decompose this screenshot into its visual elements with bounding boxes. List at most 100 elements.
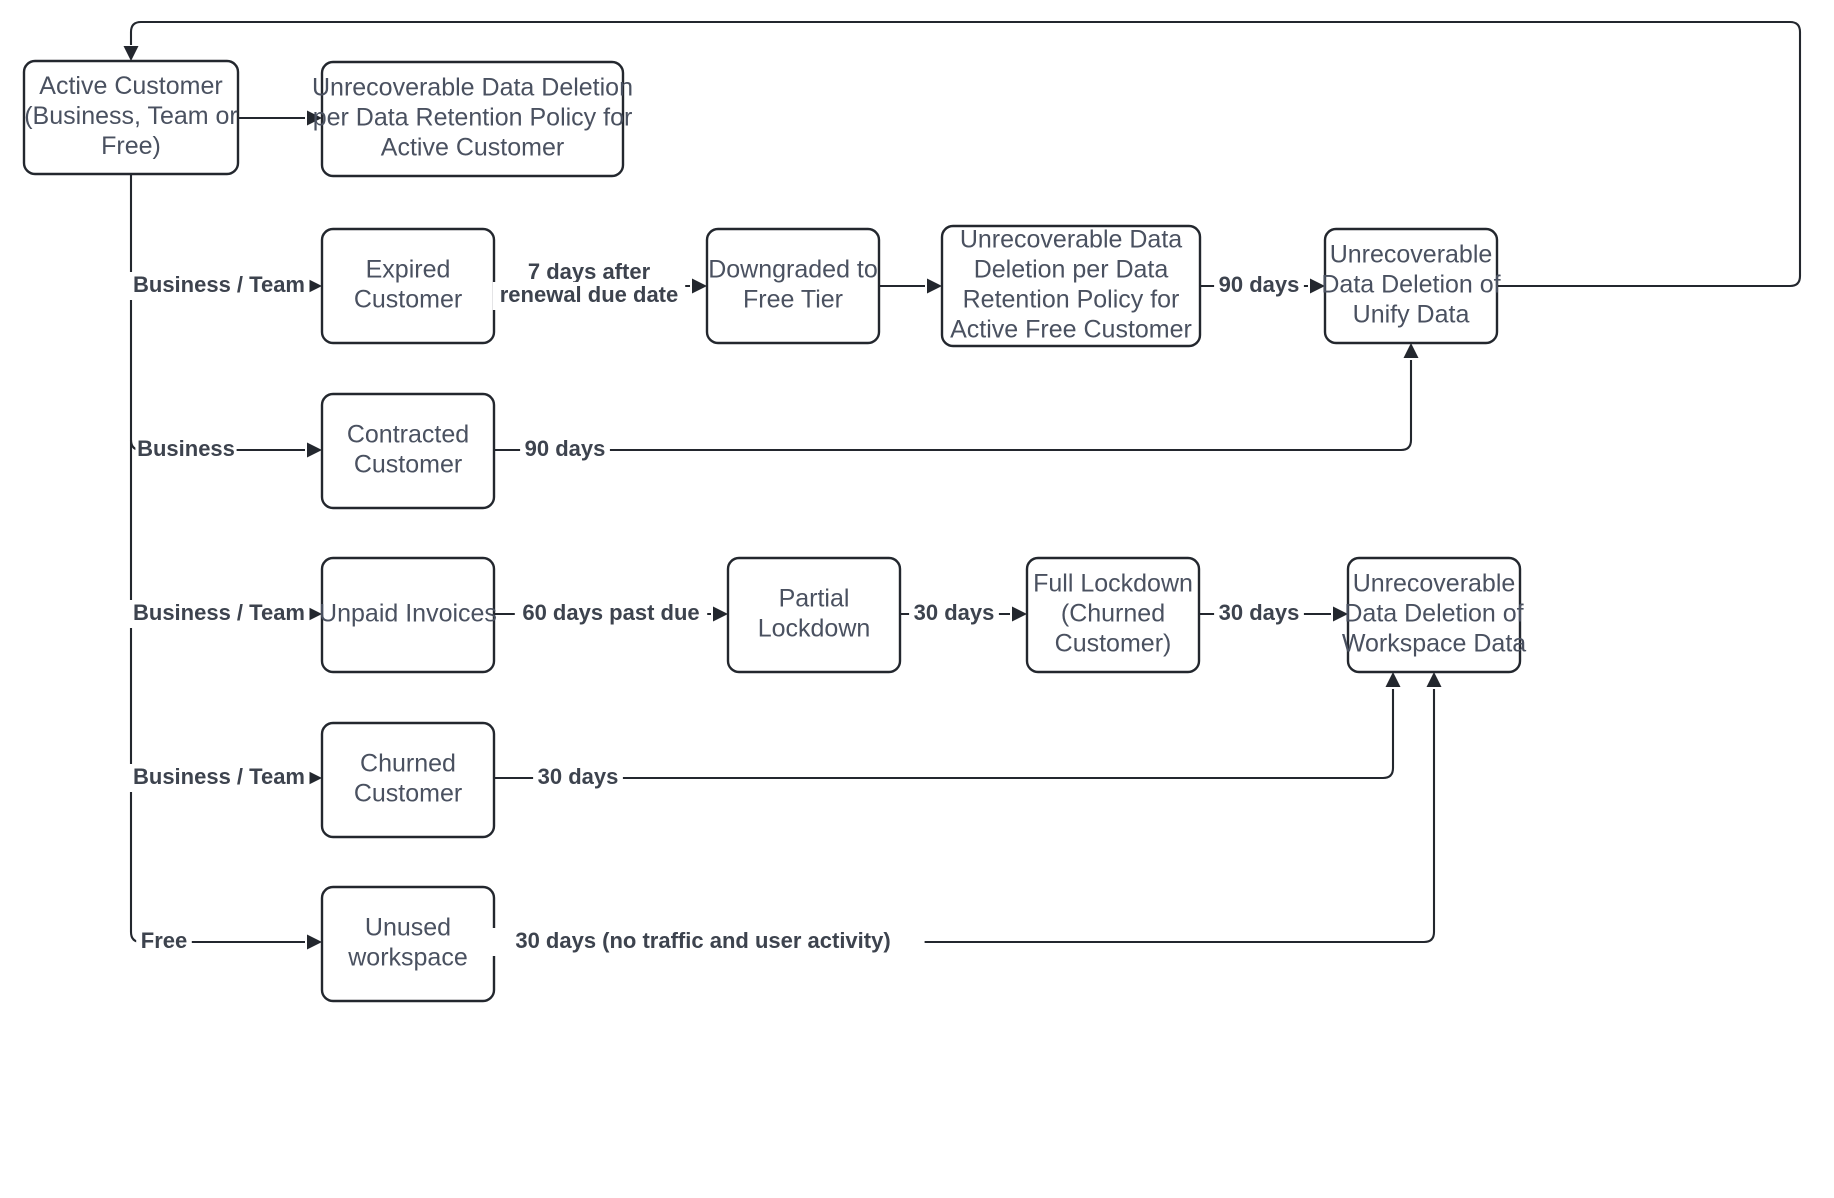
arrow-into-workspace-bottom-left <box>1385 672 1401 687</box>
edge-label-edge-30days-partial-full: 30 days <box>914 600 995 625</box>
edge-contracted-to-unify <box>494 360 1413 452</box>
node-label-unrecoverable-unify-data: Unrecoverable <box>1330 241 1493 269</box>
node-label-unused-workspace: workspace <box>347 944 468 972</box>
arrow-into-expired <box>307 278 322 294</box>
arrow-into-unpaid <box>307 606 322 622</box>
node-label-active-customer: (Business, Team or <box>24 102 238 130</box>
edge-churned-to-workspace-deletion <box>494 689 1395 780</box>
edge-label-bg-edge-30days-partial-full <box>909 600 999 628</box>
edge-label-bg-edge-90days-unify <box>1214 272 1304 300</box>
edge-label-edge-7days-renewal-line1: 7 days after <box>528 259 651 284</box>
edge-label-bg-edge-60days-past-due <box>514 600 708 628</box>
node-label-contracted-customer: Contracted <box>347 421 469 449</box>
node-label-partial-lockdown: Partial <box>779 585 850 613</box>
edge-label-bg-edge-30days-no-traffic <box>481 928 925 956</box>
node-box-partial-lockdown <box>726 556 902 674</box>
node-label-downgraded-free-tier: Free Tier <box>743 286 843 314</box>
arrow-into-active-customer-top <box>123 46 139 61</box>
node-label-unrecoverable-active-free-customer: Retention Policy for <box>963 286 1180 314</box>
node-label-unrecoverable-active-customer: Active Customer <box>381 134 564 162</box>
node-label-contracted-customer: Customer <box>354 451 462 479</box>
node-label-unrecoverable-active-free-customer: Unrecoverable Data <box>960 226 1182 254</box>
edge-label-branch-business-team-unpaid: Business / Team <box>133 600 305 625</box>
node-label-unrecoverable-active-free-customer: Deletion per Data <box>974 256 1169 284</box>
arrow-into-unify-bottom <box>1403 343 1419 358</box>
node-label-full-lockdown: Full Lockdown <box>1033 570 1193 598</box>
edge-label-bg-edge-30days-churned <box>533 764 623 792</box>
arrow-into-workspace-deletion <box>1333 606 1348 622</box>
node-label-unrecoverable-unify-data: Unify Data <box>1353 301 1470 329</box>
node-label-unpaid-invoices: Unpaid Invoices <box>319 600 497 628</box>
edge-label-branch-business-contracted: Business <box>137 436 235 461</box>
arrow-into-full-lockdown <box>1012 606 1027 622</box>
edge-label-edge-90days-contracted: 90 days <box>525 436 606 461</box>
edge-label-edge-30days-full-deletion: 30 days <box>1219 600 1300 625</box>
edge-label-bg-branch-free-unused <box>136 928 192 956</box>
node-box-downgraded-free-tier <box>705 227 881 345</box>
node-box-churned-customer <box>320 721 496 839</box>
node-box-unrecoverable-unify-data <box>1323 227 1499 345</box>
node-unpaid-invoices[interactable]: Unpaid Invoices <box>319 556 497 674</box>
node-label-unused-workspace: Unused <box>365 914 451 942</box>
edge-label-branch-free-unused: Free <box>141 928 187 953</box>
node-label-active-customer: Active Customer <box>39 72 222 100</box>
node-box-active-customer <box>22 59 240 176</box>
edge-label-edge-30days-churned: 30 days <box>538 764 619 789</box>
node-label-unrecoverable-active-free-customer: Active Free Customer <box>950 316 1192 344</box>
node-label-expired-customer: Expired <box>366 256 451 284</box>
node-box-contracted-customer <box>320 392 496 510</box>
node-label-active-customer: Free) <box>101 132 161 160</box>
arrow-into-partial <box>713 606 728 622</box>
node-box-unrecoverable-active-free-customer <box>940 224 1202 348</box>
edge-label-bg-branch-business-team-churned <box>128 764 310 792</box>
node-box-full-lockdown <box>1025 556 1201 674</box>
arrow-into-downgraded <box>692 278 707 294</box>
arrow-into-contracted <box>307 442 322 458</box>
edge-label-edge-90days-unify: 90 days <box>1219 272 1300 297</box>
node-box-unrecoverable-active-customer <box>320 60 625 178</box>
node-box-unpaid-invoices <box>320 556 496 674</box>
nodes-layer: Active Customer(Business, Team orFree)Un… <box>22 59 1526 1003</box>
arrow-into-unused <box>307 934 322 950</box>
arrow-into-churned <box>307 770 322 786</box>
edge-feedback-unify-to-active <box>129 20 1802 288</box>
edge-label-bg-branch-business-team-expired <box>128 272 310 300</box>
node-label-unrecoverable-workspace-data: Workspace Data <box>1342 630 1526 658</box>
arrow-into-workspace-bottom-right <box>1426 672 1442 687</box>
node-label-downgraded-free-tier: Downgraded to <box>708 256 878 284</box>
edge-label-branch-business-team-churned: Business / Team <box>133 764 305 789</box>
node-label-unrecoverable-active-customer: per Data Retention Policy for <box>313 104 633 132</box>
edge-label-edge-30days-no-traffic: 30 days (no traffic and user activity) <box>515 928 890 953</box>
node-label-churned-customer: Churned <box>360 750 456 778</box>
arrowheads-layer <box>123 46 1442 950</box>
edge-label-edge-7days-renewal-line2: renewal due date <box>500 282 679 307</box>
arrow-into-unrecoverable-active <box>307 110 322 126</box>
edge-label-bg-edge-7days-renewal-line2 <box>492 282 686 310</box>
node-label-unrecoverable-active-customer: Unrecoverable Data Deletion <box>312 74 633 102</box>
edge-label-bg-branch-business-team-unpaid <box>128 600 310 628</box>
arrow-into-free-deletion <box>927 278 942 294</box>
edge-label-bg-edge-30days-full-deletion <box>1214 600 1304 628</box>
edge-label-bg-branch-business-contracted <box>135 436 237 464</box>
edge-label-edge-60days-past-due: 60 days past due <box>522 600 699 625</box>
node-label-unrecoverable-unify-data: Data Deletion of <box>1321 271 1500 299</box>
edge-unused-to-workspace-deletion <box>494 689 1436 944</box>
node-label-unrecoverable-workspace-data: Data Deletion of <box>1344 600 1523 628</box>
node-label-full-lockdown: (Churned <box>1061 600 1165 628</box>
node-label-unrecoverable-workspace-data: Unrecoverable <box>1353 570 1516 598</box>
